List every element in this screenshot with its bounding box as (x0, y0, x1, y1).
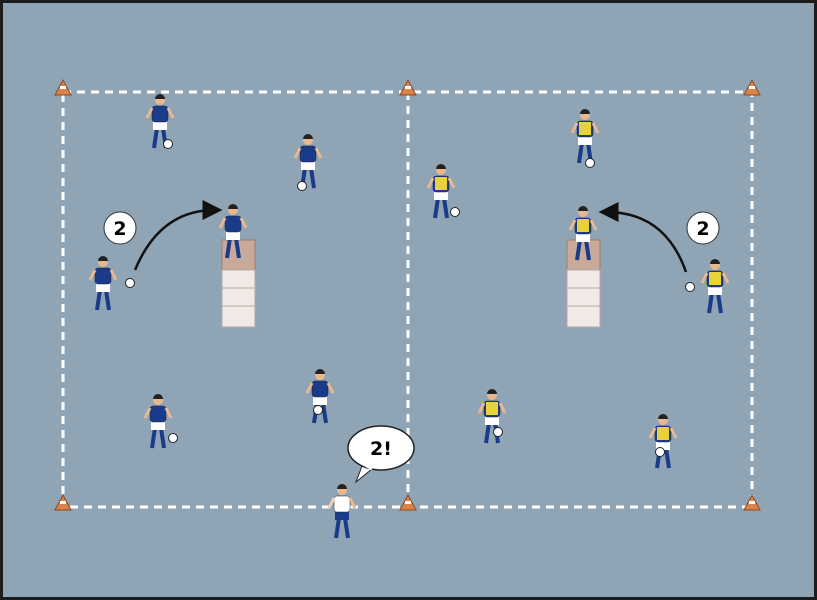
callout-left-label: 2 (113, 218, 126, 240)
ball-icon (685, 282, 695, 292)
player-yellow (570, 109, 600, 164)
pass-arrow-right (598, 202, 688, 273)
coach-speech-text: 2! (370, 438, 392, 460)
coach-speech-bubble: 2! (347, 425, 415, 484)
ball-icon (163, 139, 173, 149)
cone-marker (54, 78, 72, 96)
ball-icon (450, 207, 460, 217)
player-yellow (426, 164, 456, 219)
cone-marker (743, 78, 761, 96)
player-yellow (700, 259, 730, 314)
ball-icon (297, 181, 307, 191)
callout-right-label: 2 (696, 218, 709, 240)
callout-left: 2 (103, 211, 137, 245)
ball-icon (585, 158, 595, 168)
player-blue (145, 94, 175, 149)
player-yellow (568, 206, 598, 261)
player-blue (143, 394, 173, 449)
player-blue (218, 204, 248, 259)
ball-icon (125, 278, 135, 288)
platform-right (566, 239, 601, 328)
player-blue (88, 256, 118, 311)
pass-arrow-left (133, 200, 223, 271)
cone-marker (743, 493, 761, 511)
ball-icon (313, 405, 323, 415)
cone-marker (399, 78, 417, 96)
ball-icon (655, 447, 665, 457)
cone-marker (399, 493, 417, 511)
ball-icon (168, 433, 178, 443)
cone-marker (54, 493, 72, 511)
player-yellow (648, 414, 678, 469)
coach (327, 484, 357, 539)
ball-icon (493, 427, 503, 437)
callout-right: 2 (686, 211, 720, 245)
